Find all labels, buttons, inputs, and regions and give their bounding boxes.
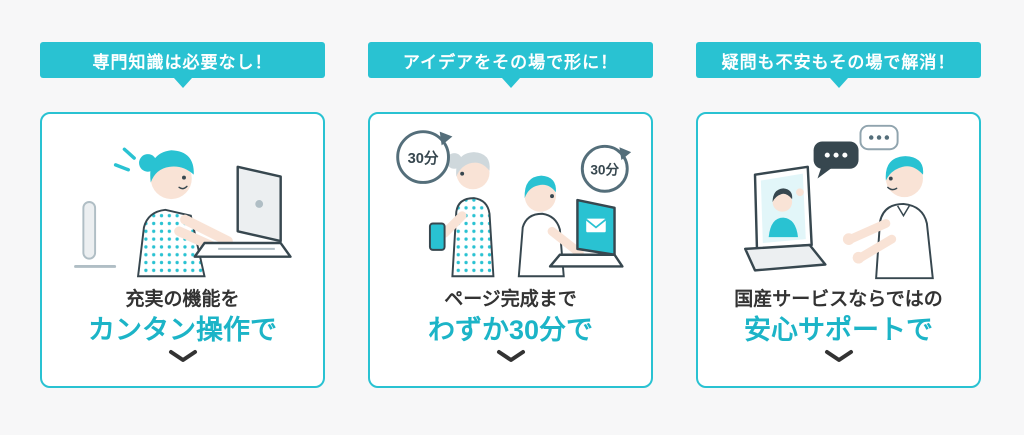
woman-typing [113,147,233,278]
feature-card-body: 充実の機能を カンタン操作で [40,112,325,388]
timer-badge-left: 30分 [395,130,452,184]
chevron-down-icon [824,350,853,363]
feature-caption-line1: 充実の機能を [125,289,240,310]
chevron-down-icon [168,350,197,363]
feature-badge: 専門知識は必要なし！ [40,42,325,78]
laptop [192,165,292,258]
feature-card-body: 30分 30分 ページ完成まで わずか30分で [368,112,653,388]
support-man [842,156,934,280]
timer-badge-right: 30分 [580,144,631,193]
feature-caption-line2: わずか30分で [427,314,594,345]
feature-caption-line2: 安心サポートで [744,314,933,345]
timer-label: 30分 [590,163,619,178]
feature-badge: 疑問も不安もその場で解消！ [696,42,981,78]
laptop-video-call [743,165,827,272]
feature-caption-line2: カンタン操作で [88,314,277,345]
feature-caption-line1: 国産サービスならではの [734,289,943,310]
feature-caption-line1: ページ完成まで [444,289,577,310]
video-call-support-illustration [743,124,934,280]
standing-woman-with-phone [428,152,494,278]
timer-label: 30分 [407,150,438,167]
chevron-down-icon [496,350,525,363]
badge-pointer-icon [173,78,192,88]
two-people-devices-illustration: 30分 30分 [395,130,631,278]
feature-card-quick-creation: アイデアをその場で形に！ [368,42,653,435]
feature-badge-label: アイデアをその場で形に！ [402,52,619,72]
feature-badge-label: 専門知識は必要なし！ [92,52,273,72]
feature-badge-label: 疑問も不安もその場で解消！ [721,52,956,72]
badge-pointer-icon [829,78,848,88]
feature-badge: アイデアをその場で形に！ [368,42,653,78]
feature-card-easy-operation: 専門知識は必要なし！ [40,42,325,435]
sitting-man-at-laptop [517,175,584,278]
feature-card-body: 国産サービスならではの 安心サポートで [696,112,981,388]
feature-card-support: 疑問も不安もその場で解消！ [696,42,981,435]
chair [73,201,116,268]
woman-typing-on-laptop-illustration [73,147,292,278]
laptop-with-mail-screen [548,198,624,268]
badge-pointer-icon [501,78,520,88]
speech-bubbles [813,124,899,179]
